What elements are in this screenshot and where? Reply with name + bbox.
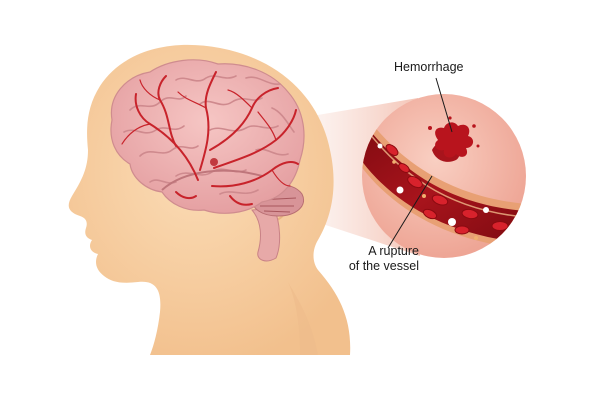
rupture-label-line1: A rupture: [368, 244, 419, 258]
rupture-label-line2: of the vessel: [348, 259, 419, 273]
brain-illustration-icon: [110, 59, 305, 214]
hemorrhage-splash-icon: [428, 116, 480, 158]
brainstem-illustration: [251, 183, 304, 262]
hemorrhage-label: Hemorrhage: [394, 60, 464, 74]
rupture-label: A rupture of the vessel: [309, 244, 419, 274]
blood-vessel-closeup-icon: [362, 94, 526, 258]
hemorrhage-leader-line: [435, 77, 453, 133]
rupture-leader-line: [387, 175, 433, 249]
